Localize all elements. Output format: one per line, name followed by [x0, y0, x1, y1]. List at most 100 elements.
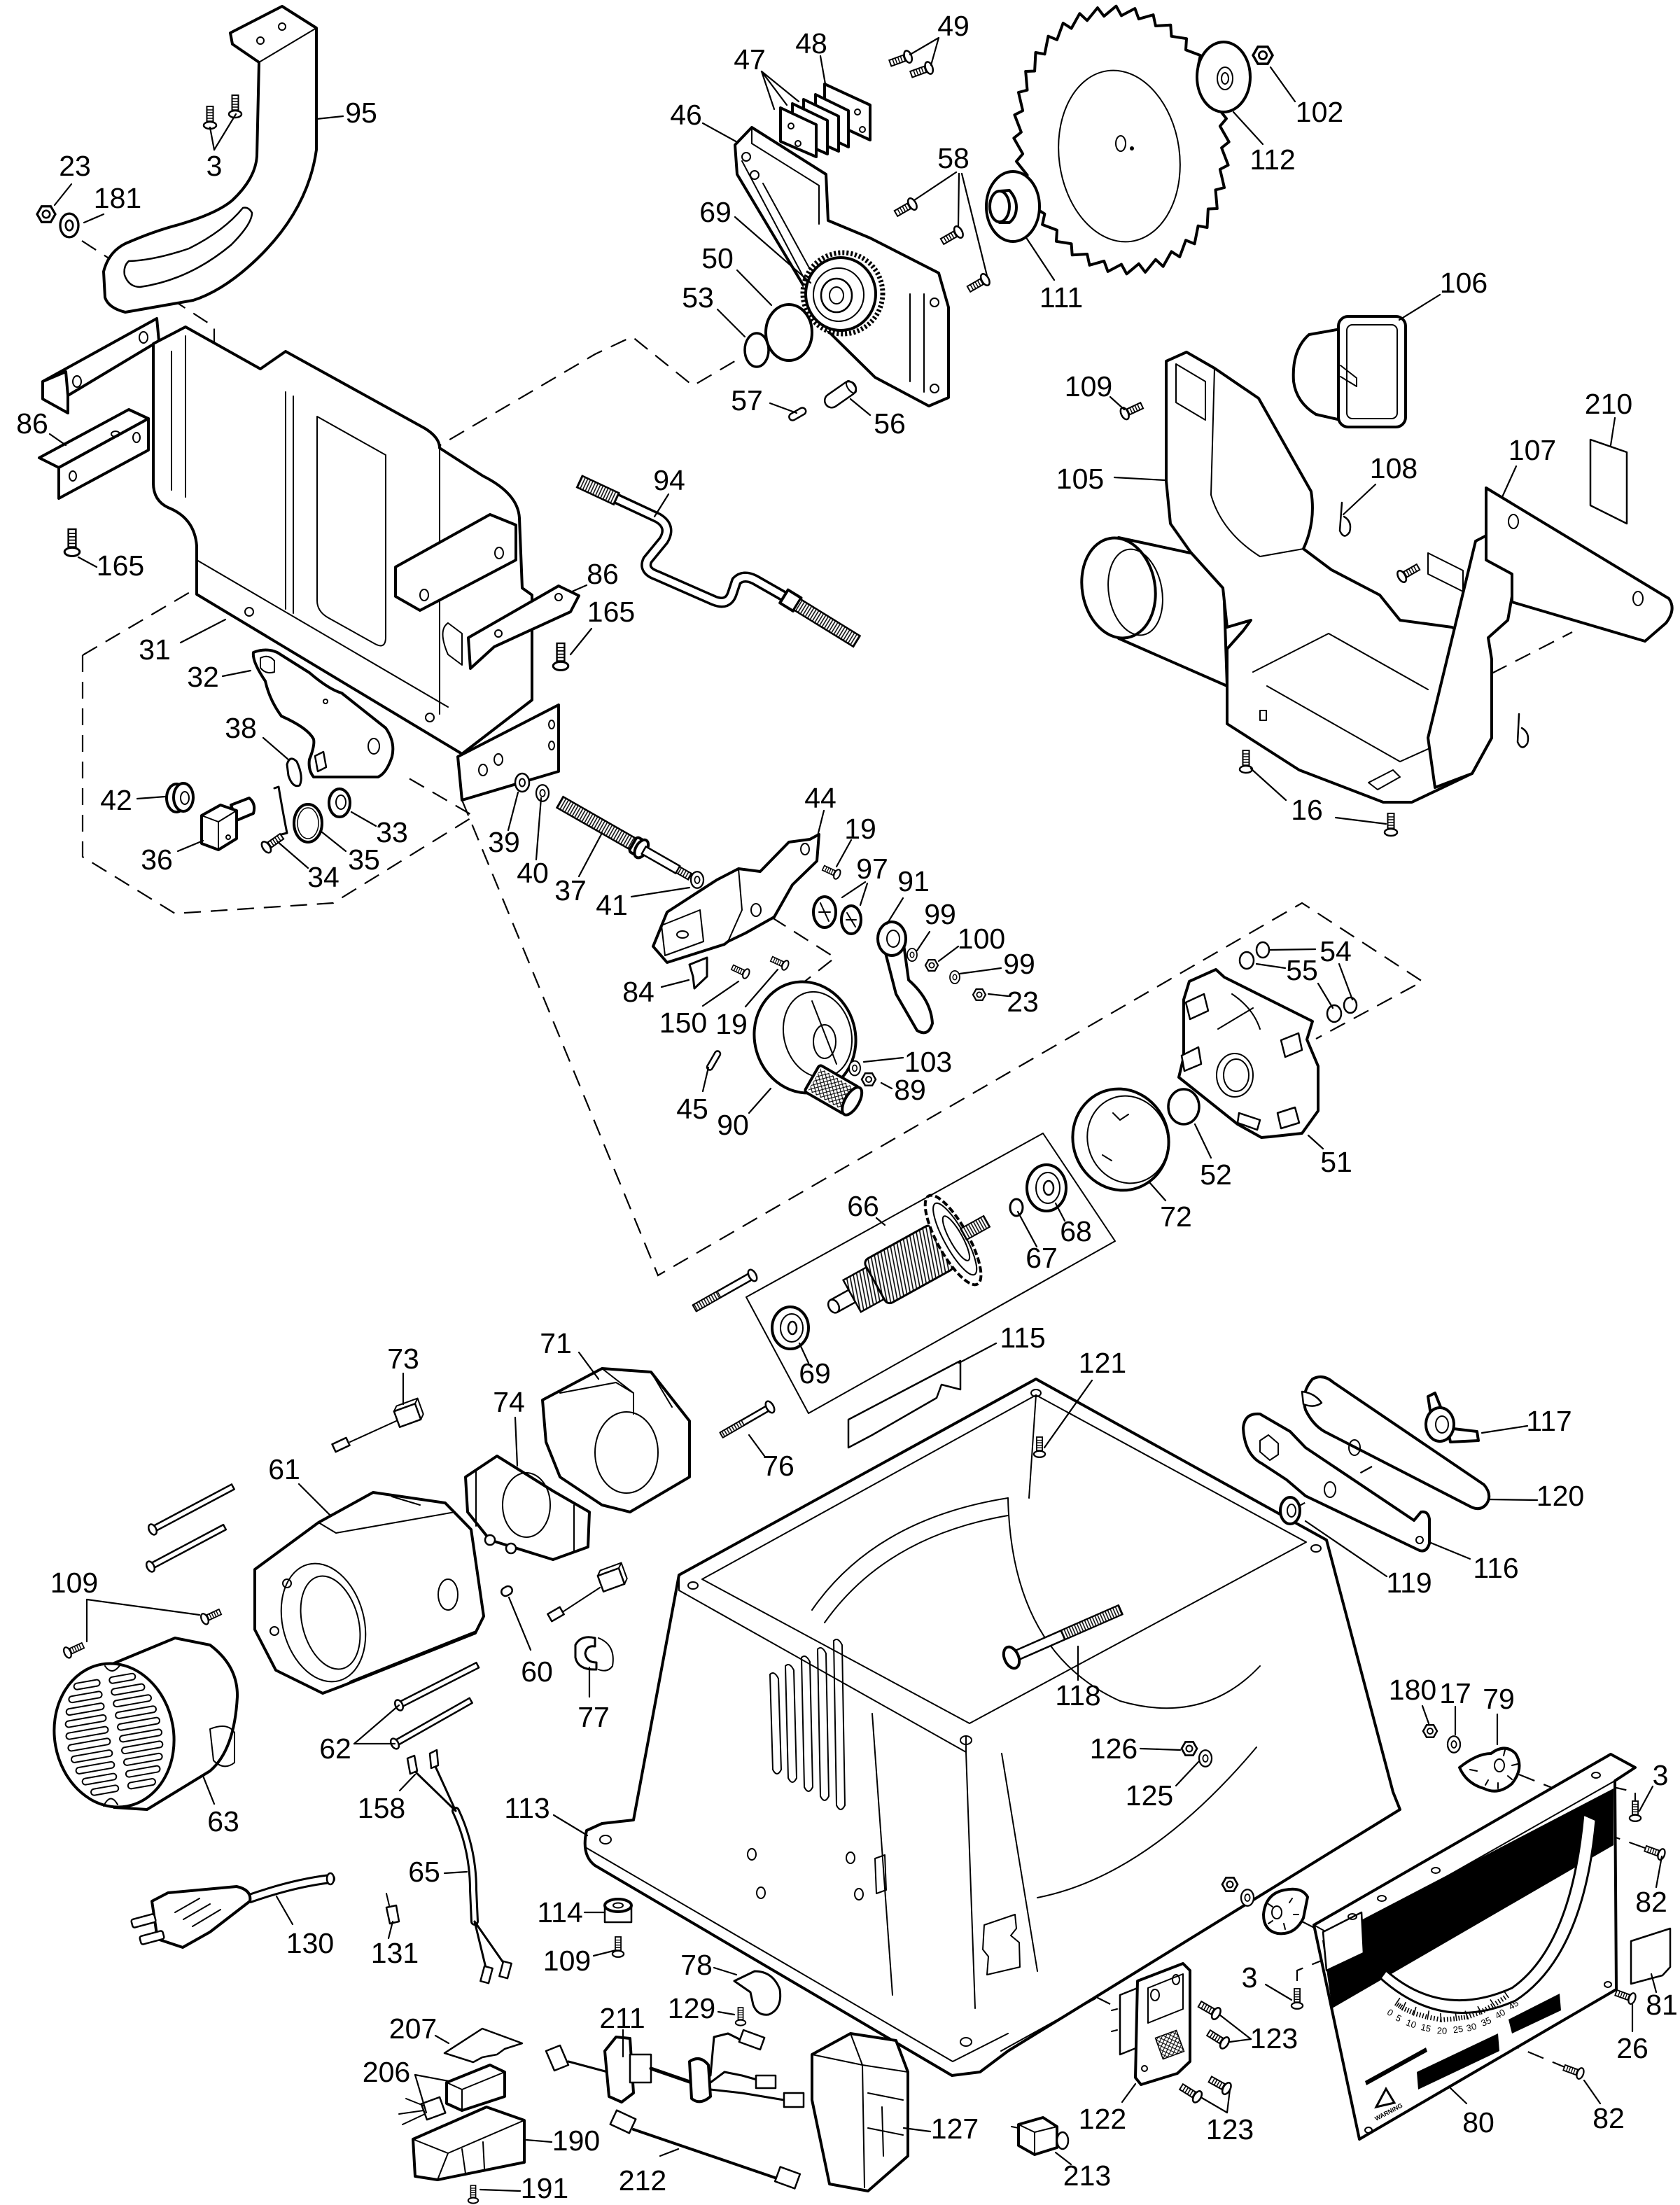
leader-line — [1655, 1855, 1663, 1889]
bearing-stroke — [1042, 1180, 1055, 1196]
through-bolt-stroke — [145, 1560, 156, 1573]
mounting-bracket-left-stroke — [41, 370, 69, 414]
scale-tick — [1478, 2010, 1481, 2015]
brush-stroke — [563, 1587, 601, 1612]
leader-line — [443, 1870, 468, 1875]
part-callout: 26 — [1616, 2032, 1648, 2064]
lead-screw-stroke — [675, 865, 693, 881]
scale-tick — [1413, 2006, 1417, 2016]
leader-line — [398, 1773, 416, 1792]
carriage-bolt-stroke — [1002, 1645, 1021, 1670]
star-washer-stroke — [1287, 1504, 1296, 1518]
part-callout: 119 — [1386, 1567, 1432, 1599]
washer — [949, 970, 960, 984]
bearing-bushing — [1255, 941, 1270, 959]
star-washer — [1279, 1496, 1301, 1525]
jumper-cable — [609, 2109, 802, 2190]
height-crank-stroke — [575, 475, 621, 506]
leader-line — [1194, 1123, 1212, 1159]
leader-line — [958, 967, 1002, 975]
washer — [535, 784, 550, 802]
part-callout: 53 — [682, 281, 714, 314]
scale-tick — [1490, 2003, 1494, 2009]
bevel-dial-left-stroke — [1268, 1898, 1299, 1930]
brush — [547, 1562, 628, 1623]
brush-holder-stroke — [502, 1472, 551, 1538]
lock-lever — [876, 920, 934, 1035]
part-callout: 3 — [206, 150, 223, 182]
open-end-wrench-stroke — [1301, 1390, 1323, 1407]
bevel-lock-bracket-stroke — [676, 930, 689, 939]
arbor-bracket-stroke — [741, 152, 751, 162]
part-callout: 113 — [504, 1792, 550, 1824]
spacer-washer-stroke — [328, 788, 351, 818]
leader-line — [1264, 1983, 1293, 2001]
leader-line — [479, 2188, 522, 2192]
front-bevel-plate-stroke — [1322, 1911, 1365, 1972]
leader-line — [298, 1483, 332, 1518]
knob — [165, 782, 195, 813]
leader-line — [1175, 1760, 1200, 1787]
leader-line — [1226, 2088, 1231, 2114]
blade-guard-stroke — [1427, 552, 1464, 592]
switch-cord-stroke — [688, 2057, 712, 2104]
part-callout: 3 — [1242, 1961, 1258, 1994]
motor-lead-wire-stroke — [479, 1965, 493, 1984]
bearing-bushing — [1238, 951, 1255, 970]
power-cord-plug — [130, 1872, 335, 1949]
leader-line — [769, 402, 798, 414]
leader-line — [1334, 816, 1387, 825]
leader-line — [1228, 2038, 1252, 2043]
arbor-bracket-stroke — [779, 106, 818, 158]
leader-line — [930, 36, 940, 66]
leader-line — [176, 839, 204, 853]
power-cord-plug-stroke — [130, 1913, 157, 1928]
retaining-clip — [1516, 713, 1530, 748]
riving-knife-bracket-stroke — [278, 22, 286, 31]
gear-cover — [1071, 1087, 1170, 1192]
bevel-stop-plate — [251, 648, 395, 778]
bevel-stop-plate-stroke — [251, 648, 395, 778]
overload-switch-stroke — [1017, 2116, 1058, 2156]
leader-line — [1268, 948, 1317, 951]
leader-line — [221, 669, 252, 678]
terminal — [406, 1754, 419, 1775]
base-stand-stroke — [801, 1656, 813, 1792]
wing-nut-stroke — [1424, 1406, 1455, 1443]
wire-terminal — [385, 1893, 400, 1925]
assembly-lines-stroke — [1491, 631, 1573, 674]
overload-switch — [1011, 2116, 1070, 2156]
grille-slot — [73, 1679, 101, 1690]
guard-rear-plate — [1485, 486, 1674, 643]
part-callout: 62 — [319, 1732, 351, 1765]
brush-spring-clip-stroke — [598, 1637, 614, 1672]
part-callout: 207 — [389, 2012, 437, 2045]
motor-housing — [253, 1491, 485, 1695]
part-callout: 109 — [50, 1567, 98, 1599]
scale-tick — [1455, 2012, 1457, 2022]
riving-knife-bracket-stroke — [258, 27, 317, 63]
motor-housing-stroke — [438, 1578, 458, 1611]
lock-lever-stroke — [879, 932, 934, 1035]
blade-guard-stroke — [1175, 363, 1206, 421]
leader-line — [213, 113, 237, 151]
trunnion-frame-stroke — [442, 622, 463, 666]
leader-line — [1026, 237, 1056, 281]
bevel-dial-left — [1262, 1887, 1309, 1935]
brush-stroke — [547, 1606, 565, 1623]
wire-terminal-stroke — [386, 1893, 390, 1906]
gear-case-stroke — [1280, 1032, 1303, 1058]
part-callout: 212 — [619, 2164, 666, 2197]
part-callout: 56 — [874, 407, 906, 440]
grille-slot — [71, 1749, 113, 1763]
long-screw — [692, 1268, 758, 1312]
part-callout: 78 — [680, 1949, 713, 1981]
part-callout: 90 — [717, 1109, 749, 1141]
part-callout: 123 — [1206, 2113, 1254, 2146]
height-crank-stroke — [612, 495, 788, 606]
bevel-dial-left-stroke — [1271, 1905, 1282, 1919]
outer-flange-stroke — [1217, 66, 1233, 90]
scale-tick — [1488, 2005, 1491, 2010]
switch-cord-stroke — [783, 2092, 805, 2108]
